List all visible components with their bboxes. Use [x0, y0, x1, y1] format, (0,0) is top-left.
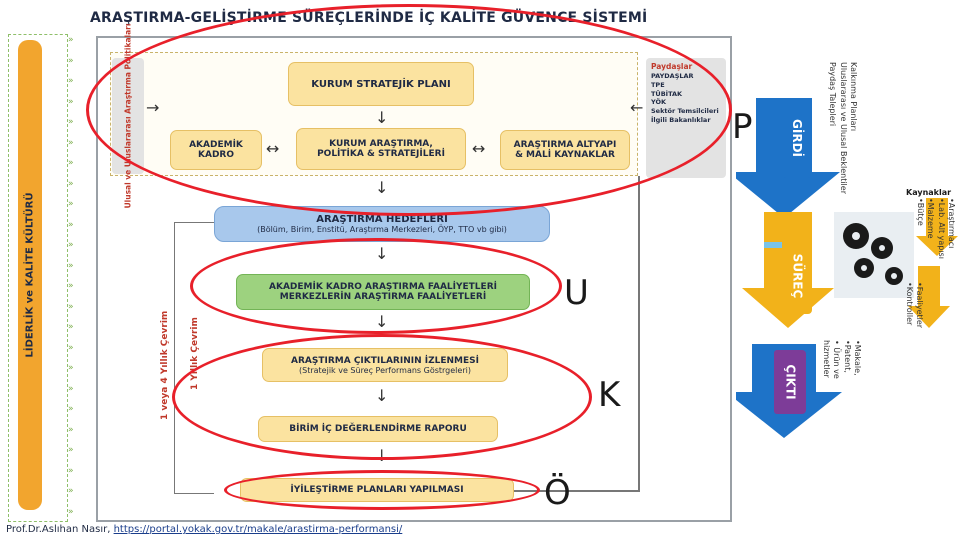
resources-arrow [916, 198, 958, 256]
output-label: ÇIKTI [784, 364, 799, 400]
feedback-line-vertical [638, 176, 640, 492]
activities-list: •Faaliyetler •Kontroller [903, 282, 924, 328]
chevron-icon: » [68, 35, 74, 45]
chevron-icon: » [68, 404, 74, 414]
chevron-icon: » [68, 76, 74, 86]
input-note: Kalkınma Planları [849, 62, 858, 132]
chevron-icon: » [68, 137, 74, 148]
chevron-icon: » [68, 260, 74, 271]
chevron-icon: » [68, 445, 74, 455]
chevron-icon: » [68, 117, 74, 127]
resource-item: •Malzeme [926, 198, 936, 239]
output-item: • Ürün ve [832, 340, 842, 379]
process-label: SÜREÇ [790, 253, 805, 299]
process-label-box: SÜREÇ [782, 238, 812, 314]
activities-arrow [908, 266, 950, 328]
outputs-list: •Makale, •Patent, • Ürün ve hizmetler [820, 340, 862, 379]
resource-item: •Lab. Alt yapısı [936, 198, 946, 259]
chevron-icon: » [68, 158, 74, 168]
chevron-icon: » [68, 322, 74, 332]
pdca-letter-k: K [598, 375, 621, 415]
pdca-letter-p: P [732, 107, 753, 147]
chevron-icon: » [68, 240, 74, 250]
activity-item: •Faaliyetler [915, 282, 924, 329]
chevron-icon: » [68, 363, 74, 373]
chevron-icon: » [68, 465, 74, 476]
gears-icon [834, 212, 914, 298]
chevron-icon: » [68, 424, 74, 435]
resources-list: •Araştırmacı •Lab. Alt yapısı •Malzeme •… [914, 198, 956, 259]
input-label-box: GİRDİ [782, 98, 812, 178]
footer-link[interactable]: https://portal.yokak.gov.tr/makale/arast… [113, 524, 403, 535]
chevron-icon: » [68, 486, 74, 496]
chevron-icon: » [68, 383, 74, 394]
chevron-icon: » [68, 96, 74, 107]
output-item: hizmetler [821, 340, 831, 378]
highlight-oval-plan [86, 4, 732, 216]
chevron-icon: » [68, 55, 74, 66]
resource-item: •Bütçe [915, 198, 925, 226]
chevron-icon: » [68, 301, 74, 312]
sidebar-frame [8, 34, 68, 522]
output-label-box: ÇIKTI [776, 350, 806, 414]
leadership-bar: LİDERLİK ve KALİTE KÜLTÜRÜ [18, 40, 42, 510]
resources-title: Kaynaklar [906, 188, 952, 197]
research-goals-title: ARAŞTIRMA HEDEFLERİ [316, 214, 448, 225]
chevron-icon: » [68, 178, 74, 189]
input-note: Paydaş Talepleri [828, 62, 838, 127]
input-note: Uluslararası ve Ulusal Beklentiler [838, 62, 848, 194]
feedback-line-right [514, 490, 638, 492]
pdca-letter-o: Ö [544, 473, 571, 513]
footer-author: Prof.Dr.Aslıhan Nasır, [6, 524, 111, 535]
research-goals-subtitle: (Bölüm, Birim, Enstitü, Araştırma Merkez… [257, 225, 507, 234]
highlight-oval-check [172, 334, 592, 460]
chevron-icon: » [68, 506, 74, 517]
highlight-oval-do [190, 238, 562, 334]
cycle-label-outer: 1 veya 4 Yıllık Çevrim [160, 310, 170, 420]
footer-citation: Prof.Dr.Aslıhan Nasır, https://portal.yo… [6, 524, 402, 535]
chevron-icon: » [68, 219, 74, 230]
pdca-letter-u: U [564, 273, 589, 313]
chevron-icon: » [68, 281, 74, 291]
leadership-label: LİDERLİK ve KALİTE KÜLTÜRÜ [24, 192, 36, 358]
highlight-oval-act [224, 470, 540, 510]
input-notes: Kalkınma Planları Uluslararası ve Ulusal… [827, 62, 858, 194]
resource-item: •Araştırmacı [947, 198, 956, 249]
side-arrows-graphic [908, 198, 958, 328]
output-item: •Makale, [853, 340, 862, 376]
input-label: GİRDİ [790, 119, 805, 157]
output-item: •Patent, [842, 340, 852, 373]
chevron-icon: » [68, 199, 74, 209]
feedback-loop-inner [174, 222, 214, 494]
activity-item: •Kontroller [904, 282, 914, 326]
chevron-icon: » [68, 342, 74, 353]
